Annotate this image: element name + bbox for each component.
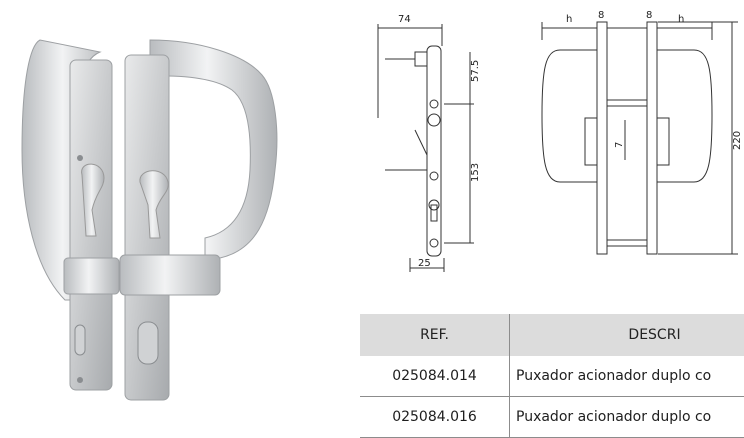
dim-spacing: 153 — [470, 163, 481, 182]
left-handle-shape — [22, 40, 119, 390]
side-view-upper-grip — [415, 52, 427, 66]
row-desc: Puxador acionador duplo co — [510, 356, 744, 397]
dim-upper: 57.5 — [470, 60, 481, 82]
side-view-screw — [430, 100, 438, 108]
table-header-row: REF. DESCRI — [360, 314, 744, 356]
dim-width-top: 74 — [398, 14, 411, 25]
dim-height: 220 — [732, 131, 743, 150]
header-desc: DESCRI — [510, 314, 744, 356]
reference-table: REF. DESCRI 025084.014 Puxador acionador… — [360, 314, 744, 438]
header-ref: REF. — [360, 314, 510, 356]
dim-spindle: 7 — [614, 142, 625, 148]
row-ref: 025084.014 — [360, 356, 510, 397]
front-view-right-plate — [647, 22, 657, 254]
dim-h-left: h — [566, 14, 572, 25]
row-desc: Puxador acionador duplo co — [510, 397, 744, 438]
right-handle-shape — [120, 40, 277, 400]
front-view-left-grip — [542, 50, 597, 182]
dim-gap-left: 8 — [598, 10, 604, 21]
row-ref: 025084.016 — [360, 397, 510, 438]
front-view-left-plate — [597, 22, 607, 254]
product-photo — [0, 0, 350, 433]
front-view-right-grip — [657, 50, 712, 182]
dim-gap-right: 8 — [646, 10, 652, 21]
technical-drawing: 74 57.5 153 25 h 8 8 h 7 220 — [360, 0, 744, 300]
side-view-plate — [427, 46, 441, 256]
table-row: 025084.016 Puxador acionador duplo co — [360, 397, 744, 438]
dim-h-right: h — [678, 14, 684, 25]
table-row: 025084.014 Puxador acionador duplo co — [360, 356, 744, 397]
dim-plate: 25 — [418, 258, 431, 269]
